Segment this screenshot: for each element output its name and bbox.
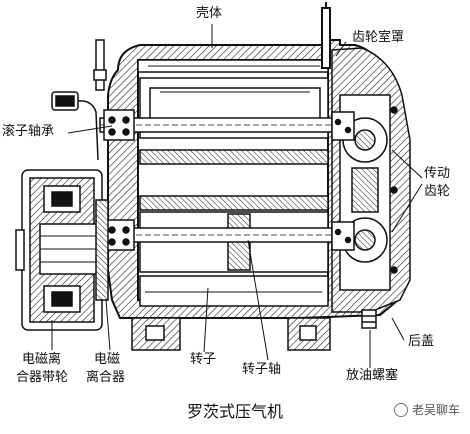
diagram-caption: 罗茨式压气机 bbox=[186, 402, 283, 421]
label-drain-plug: 放油螺塞 bbox=[346, 368, 399, 383]
label-roller-bearing: 滚子轴承 bbox=[2, 124, 55, 139]
label-clutch-line1: 电磁 bbox=[94, 352, 121, 367]
leader-lines bbox=[51, 24, 423, 368]
drain-plug-shape bbox=[361, 309, 377, 329]
label-rear-cover: 后盖 bbox=[408, 334, 435, 349]
upper-rotor bbox=[99, 77, 401, 139]
label-clutch-line2: 离合器 bbox=[86, 370, 126, 385]
mounting-feet bbox=[131, 317, 331, 351]
label-drive-gear-line1: 传动 bbox=[424, 166, 451, 181]
top-rod bbox=[321, 2, 331, 69]
label-rotor: 转子 bbox=[190, 352, 217, 367]
label-clutch-pulley-line1: 电磁离 bbox=[22, 352, 62, 367]
label-drive-gear-line2: 齿轮 bbox=[424, 184, 451, 199]
gear-housing bbox=[331, 47, 411, 313]
wire-connector bbox=[51, 39, 107, 161]
watermark: 老吴聊车 bbox=[393, 401, 460, 418]
label-gear-cover: 齿轮室罩 bbox=[352, 30, 405, 45]
label-rotor-shaft: 转子轴 bbox=[242, 362, 282, 377]
label-clutch-pulley-line2: 合器带轮 bbox=[16, 370, 69, 385]
label-shell: 壳体 bbox=[196, 6, 223, 21]
wechat-icon bbox=[393, 402, 408, 417]
lower-rotor bbox=[99, 211, 401, 273]
watermark-text: 老吴聊车 bbox=[411, 403, 460, 417]
clutch-assembly bbox=[15, 169, 109, 331]
